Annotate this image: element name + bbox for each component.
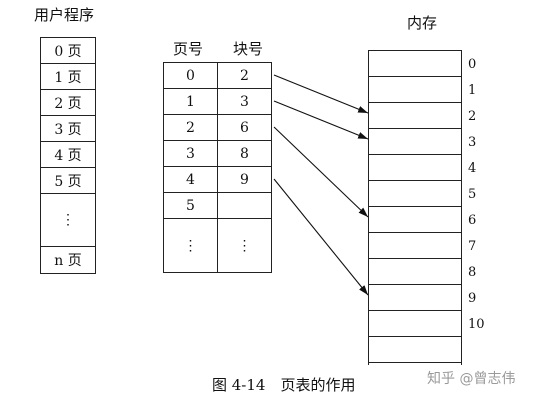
user-program-row: ⋮ [41, 194, 95, 247]
memory-block-number: 3 [468, 135, 477, 150]
mapping-arrow [273, 126, 369, 218]
memory-block-number: 10 [468, 317, 485, 332]
watermark: 知乎 @曾志伟 [427, 371, 516, 387]
user-program-row: n 页 [54, 253, 82, 269]
memory-block-divider [369, 206, 461, 207]
memory-block-number: 8 [468, 265, 477, 280]
memory-block-divider [369, 128, 461, 129]
user-program-row: 1 页 [41, 64, 95, 90]
user-program-title: 用户程序 [34, 6, 95, 24]
page-number-cell: 5 [164, 193, 218, 218]
memory-block-divider [369, 232, 461, 233]
memory-block-number: 5 [468, 187, 477, 202]
memory-block-column [368, 50, 462, 365]
memory-block-divider [369, 310, 461, 311]
memory-block-number: 0 [468, 57, 477, 72]
memory-block-number: 2 [468, 109, 477, 124]
page-table-row: ⋮⋮ [164, 219, 271, 272]
page-number-header: 页号 [173, 40, 204, 58]
memory-block-number: 1 [468, 83, 477, 98]
user-program-row: 0 页 [41, 38, 95, 64]
memory-block-divider [369, 180, 461, 181]
block-number-header: 块号 [233, 40, 264, 58]
memory-block-number: 4 [468, 161, 477, 176]
memory-block-number: 9 [468, 291, 477, 306]
memory-block-number: 7 [468, 239, 477, 254]
mapping-arrow [273, 74, 369, 114]
user-program-row: 5 页 [41, 168, 95, 194]
block-number-cell: 9 [240, 171, 249, 188]
memory-block-divider [369, 102, 461, 103]
page-number-cell: ⋮ [164, 219, 218, 272]
user-program-row: 4 页 [41, 142, 95, 168]
user-program-row: 2 页 [41, 90, 95, 116]
page-number-cell: 2 [164, 115, 218, 140]
block-number-cell: 6 [240, 119, 249, 136]
block-number-cell: 2 [240, 67, 249, 84]
page-number-cell: 3 [164, 141, 218, 166]
user-program-row: 3 页 [41, 116, 95, 142]
page-number-cell: 1 [164, 89, 218, 114]
block-number-cell: 8 [240, 145, 249, 162]
block-number-cell: ⋮ [237, 237, 252, 254]
mapping-arrow [273, 100, 369, 140]
memory-block-divider [369, 284, 461, 285]
page-number-cell: 0 [164, 63, 218, 88]
page-table-row: 5 [164, 193, 271, 219]
block-number-cell: 3 [240, 93, 249, 110]
mapping-arrow [273, 178, 369, 296]
figure-caption: 图 4-14 页表的作用 [212, 376, 356, 394]
memory-title: 内存 [407, 14, 438, 32]
memory-block-divider [369, 362, 461, 363]
memory-block-divider [369, 258, 461, 259]
memory-block-divider [369, 76, 461, 77]
memory-block-number: 6 [468, 213, 477, 228]
page-number-cell: 4 [164, 167, 218, 192]
memory-block-divider [369, 154, 461, 155]
memory-block-divider [369, 336, 461, 337]
